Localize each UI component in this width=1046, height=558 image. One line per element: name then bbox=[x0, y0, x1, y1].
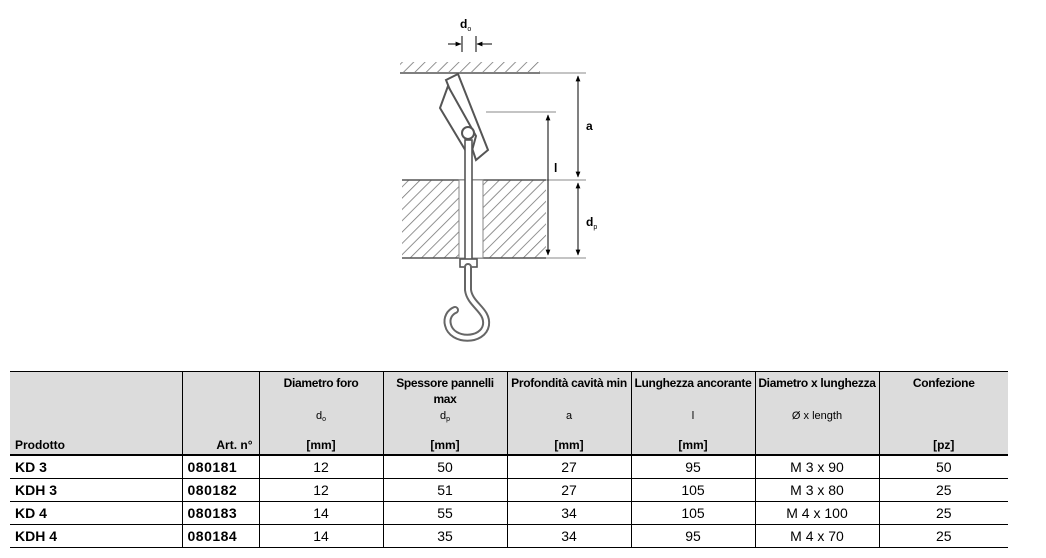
cell-dim: M 3 x 90 bbox=[754, 455, 879, 479]
cell-art: 080183 bbox=[181, 501, 259, 525]
label-a: a bbox=[586, 119, 593, 133]
header-diametro-foro: Diametro foro do [mm] bbox=[258, 371, 383, 455]
header-confezione: Confezione [pz] bbox=[878, 371, 1008, 455]
header-profondita-cavita: Profondità cavità min a [mm] bbox=[506, 371, 631, 455]
cell-lunghezza: 95 bbox=[630, 524, 755, 548]
header-lunghezza-ancorante: Lunghezza ancorante l [mm] bbox=[630, 371, 755, 455]
cell-lunghezza: 95 bbox=[630, 455, 755, 479]
cell-profondita: 34 bbox=[506, 524, 631, 548]
table-header-row: Prodotto Art. n° Diametro foro do [mm] S… bbox=[10, 371, 1008, 455]
cell-spessore: 51 bbox=[382, 478, 507, 502]
header-art: Art. n° bbox=[181, 371, 259, 455]
table-row: KDH 4 080184 14 35 34 95 M 4 x 70 25 bbox=[10, 524, 1008, 548]
cell-prodotto: KD 4 bbox=[10, 501, 182, 525]
dim-l: l bbox=[486, 111, 557, 256]
header-spessore-pannelli: Spessore pannelli max dp [mm] bbox=[382, 371, 507, 455]
cell-conf: 50 bbox=[878, 455, 1008, 479]
cell-prodotto: KDH 4 bbox=[10, 524, 182, 548]
cell-lunghezza: 105 bbox=[630, 478, 755, 502]
label-dp: dp bbox=[586, 215, 597, 231]
cell-profondita: 34 bbox=[506, 501, 631, 525]
cell-dim: M 4 x 100 bbox=[754, 501, 879, 525]
label-l: l bbox=[554, 161, 557, 175]
cell-prodotto: KD 3 bbox=[10, 455, 182, 479]
cell-dim: M 3 x 80 bbox=[754, 478, 879, 502]
cell-spessore: 55 bbox=[382, 501, 507, 525]
toggle-wing bbox=[438, 72, 490, 162]
cell-diametro: 14 bbox=[258, 524, 383, 548]
table-row: KD 4 080183 14 55 34 105 M 4 x 100 25 bbox=[10, 501, 1008, 525]
cell-prodotto: KDH 3 bbox=[10, 478, 182, 502]
cell-profondita: 27 bbox=[506, 455, 631, 479]
table-row: KD 3 080181 12 50 27 95 M 3 x 90 50 bbox=[10, 455, 1008, 479]
label-do: do bbox=[460, 17, 471, 33]
cell-diametro: 12 bbox=[258, 455, 383, 479]
dim-do: do bbox=[448, 17, 492, 52]
cell-profondita: 27 bbox=[506, 478, 631, 502]
cell-dim: M 4 x 70 bbox=[754, 524, 879, 548]
product-spec-table: Prodotto Art. n° Diametro foro do [mm] S… bbox=[10, 371, 1008, 548]
hook bbox=[443, 263, 491, 342]
cell-art: 080184 bbox=[181, 524, 259, 548]
anchor-technical-drawing: do a dp l bbox=[400, 17, 597, 342]
cell-art: 080181 bbox=[181, 455, 259, 479]
cell-conf: 25 bbox=[878, 501, 1008, 525]
cell-diametro: 12 bbox=[258, 478, 383, 502]
cell-conf: 25 bbox=[878, 478, 1008, 502]
table-row: KDH 3 080182 12 51 27 105 M 3 x 80 25 bbox=[10, 478, 1008, 502]
cell-conf: 25 bbox=[878, 524, 1008, 548]
cell-lunghezza: 105 bbox=[630, 501, 755, 525]
ceiling-hatch bbox=[400, 62, 540, 74]
cell-spessore: 35 bbox=[382, 524, 507, 548]
header-diametro-lunghezza: Diametro x lunghezza Ø x length bbox=[754, 371, 879, 455]
header-prodotto: Prodotto bbox=[10, 371, 182, 455]
cell-spessore: 50 bbox=[382, 455, 507, 479]
dim-dp: dp bbox=[575, 182, 597, 256]
dim-a: a bbox=[540, 72, 593, 259]
cell-diametro: 14 bbox=[258, 501, 383, 525]
panel-hatch bbox=[402, 179, 546, 259]
cell-art: 080182 bbox=[181, 478, 259, 502]
